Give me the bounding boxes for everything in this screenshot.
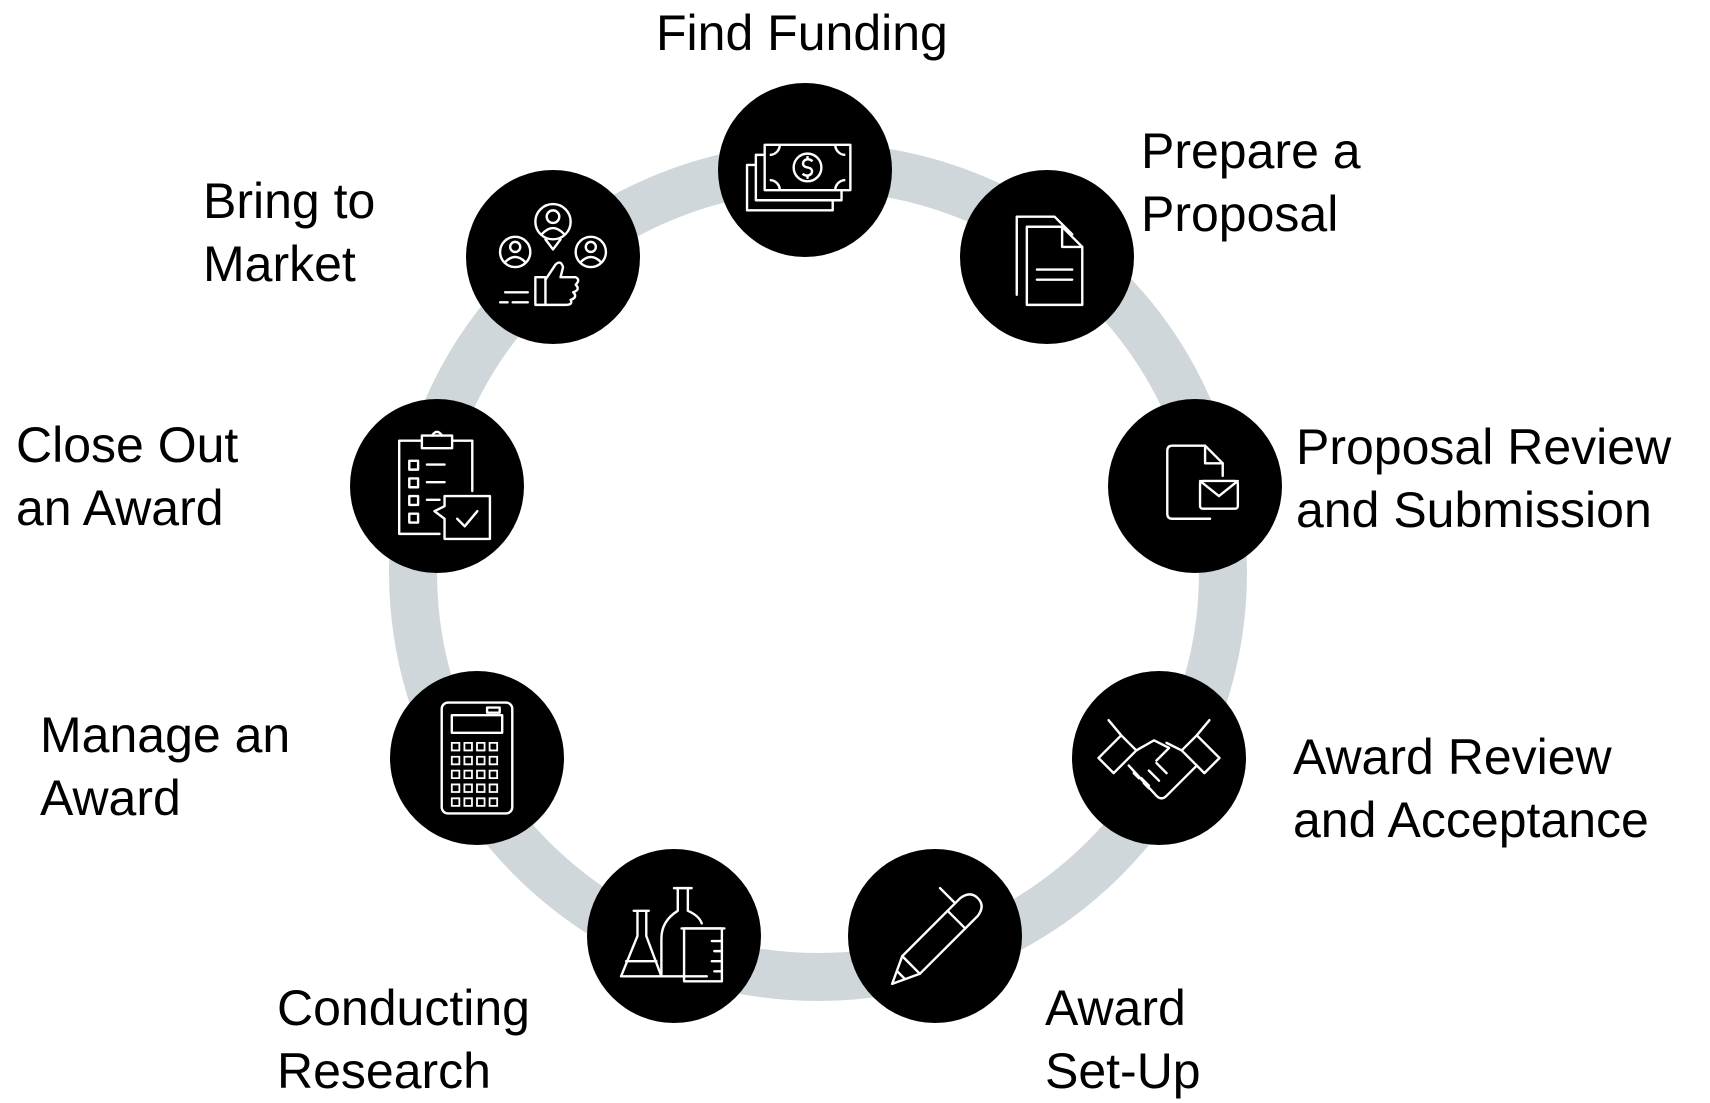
award-setup-label: Award Set-Up: [1045, 977, 1201, 1103]
manage-award-label-line-2: Award: [40, 770, 181, 826]
handshake-icon: [1096, 695, 1222, 821]
proposal-review-label-line-2: and Submission: [1296, 482, 1652, 538]
manage-award-node: [390, 671, 564, 845]
conducting-research-node: [587, 849, 761, 1023]
close-out-node: [350, 399, 524, 573]
prepare-proposal-node: [960, 170, 1134, 344]
proposal-review-node: [1108, 399, 1282, 573]
bring-to-market-node: [466, 170, 640, 344]
lab-flasks-icon: [611, 873, 737, 999]
award-setup-label-line-1: Award: [1045, 980, 1186, 1036]
award-setup-node: [848, 849, 1022, 1023]
bring-to-market-label-line-1: Bring to: [203, 173, 376, 229]
calculator-icon: [414, 695, 540, 821]
manage-award-label: Manage an Award: [40, 704, 290, 830]
document-envelope-icon: [1132, 423, 1258, 549]
conducting-research-label-line-2: Research: [277, 1043, 491, 1099]
bring-to-market-label: Bring to Market: [203, 170, 375, 296]
prepare-proposal-label-line-1: Prepare a: [1141, 123, 1361, 179]
prepare-proposal-label: Prepare a Proposal: [1141, 120, 1361, 246]
conducting-research-label: Conducting Research: [277, 977, 530, 1103]
find-funding-label-line-1: Find Funding: [656, 5, 948, 61]
checklist-icon: [374, 423, 500, 549]
find-funding-label: Find Funding: [656, 2, 948, 65]
award-review-label-line-2: and Acceptance: [1293, 792, 1649, 848]
proposal-review-label: Proposal Review and Submission: [1296, 416, 1671, 542]
close-out-label-line-1: Close Out: [16, 417, 239, 473]
bring-to-market-label-line-2: Market: [203, 236, 356, 292]
award-review-label-line-1: Award Review: [1293, 729, 1612, 785]
proposal-review-label-line-1: Proposal Review: [1296, 419, 1672, 475]
pen-icon: [872, 873, 998, 999]
award-setup-label-line-2: Set-Up: [1045, 1043, 1201, 1099]
award-review-label: Award Review and Acceptance: [1293, 726, 1649, 852]
manage-award-label-line-1: Manage an: [40, 707, 291, 763]
close-out-label-line-2: an Award: [16, 480, 224, 536]
find-funding-node: [718, 83, 892, 257]
document-icon: [984, 194, 1110, 320]
people-thumbs-up-icon: [490, 194, 616, 320]
conducting-research-label-line-1: Conducting: [277, 980, 530, 1036]
close-out-label: Close Out an Award: [16, 414, 238, 540]
money-stack-icon: [742, 107, 868, 233]
award-review-node: [1072, 671, 1246, 845]
prepare-proposal-label-line-2: Proposal: [1141, 186, 1339, 242]
